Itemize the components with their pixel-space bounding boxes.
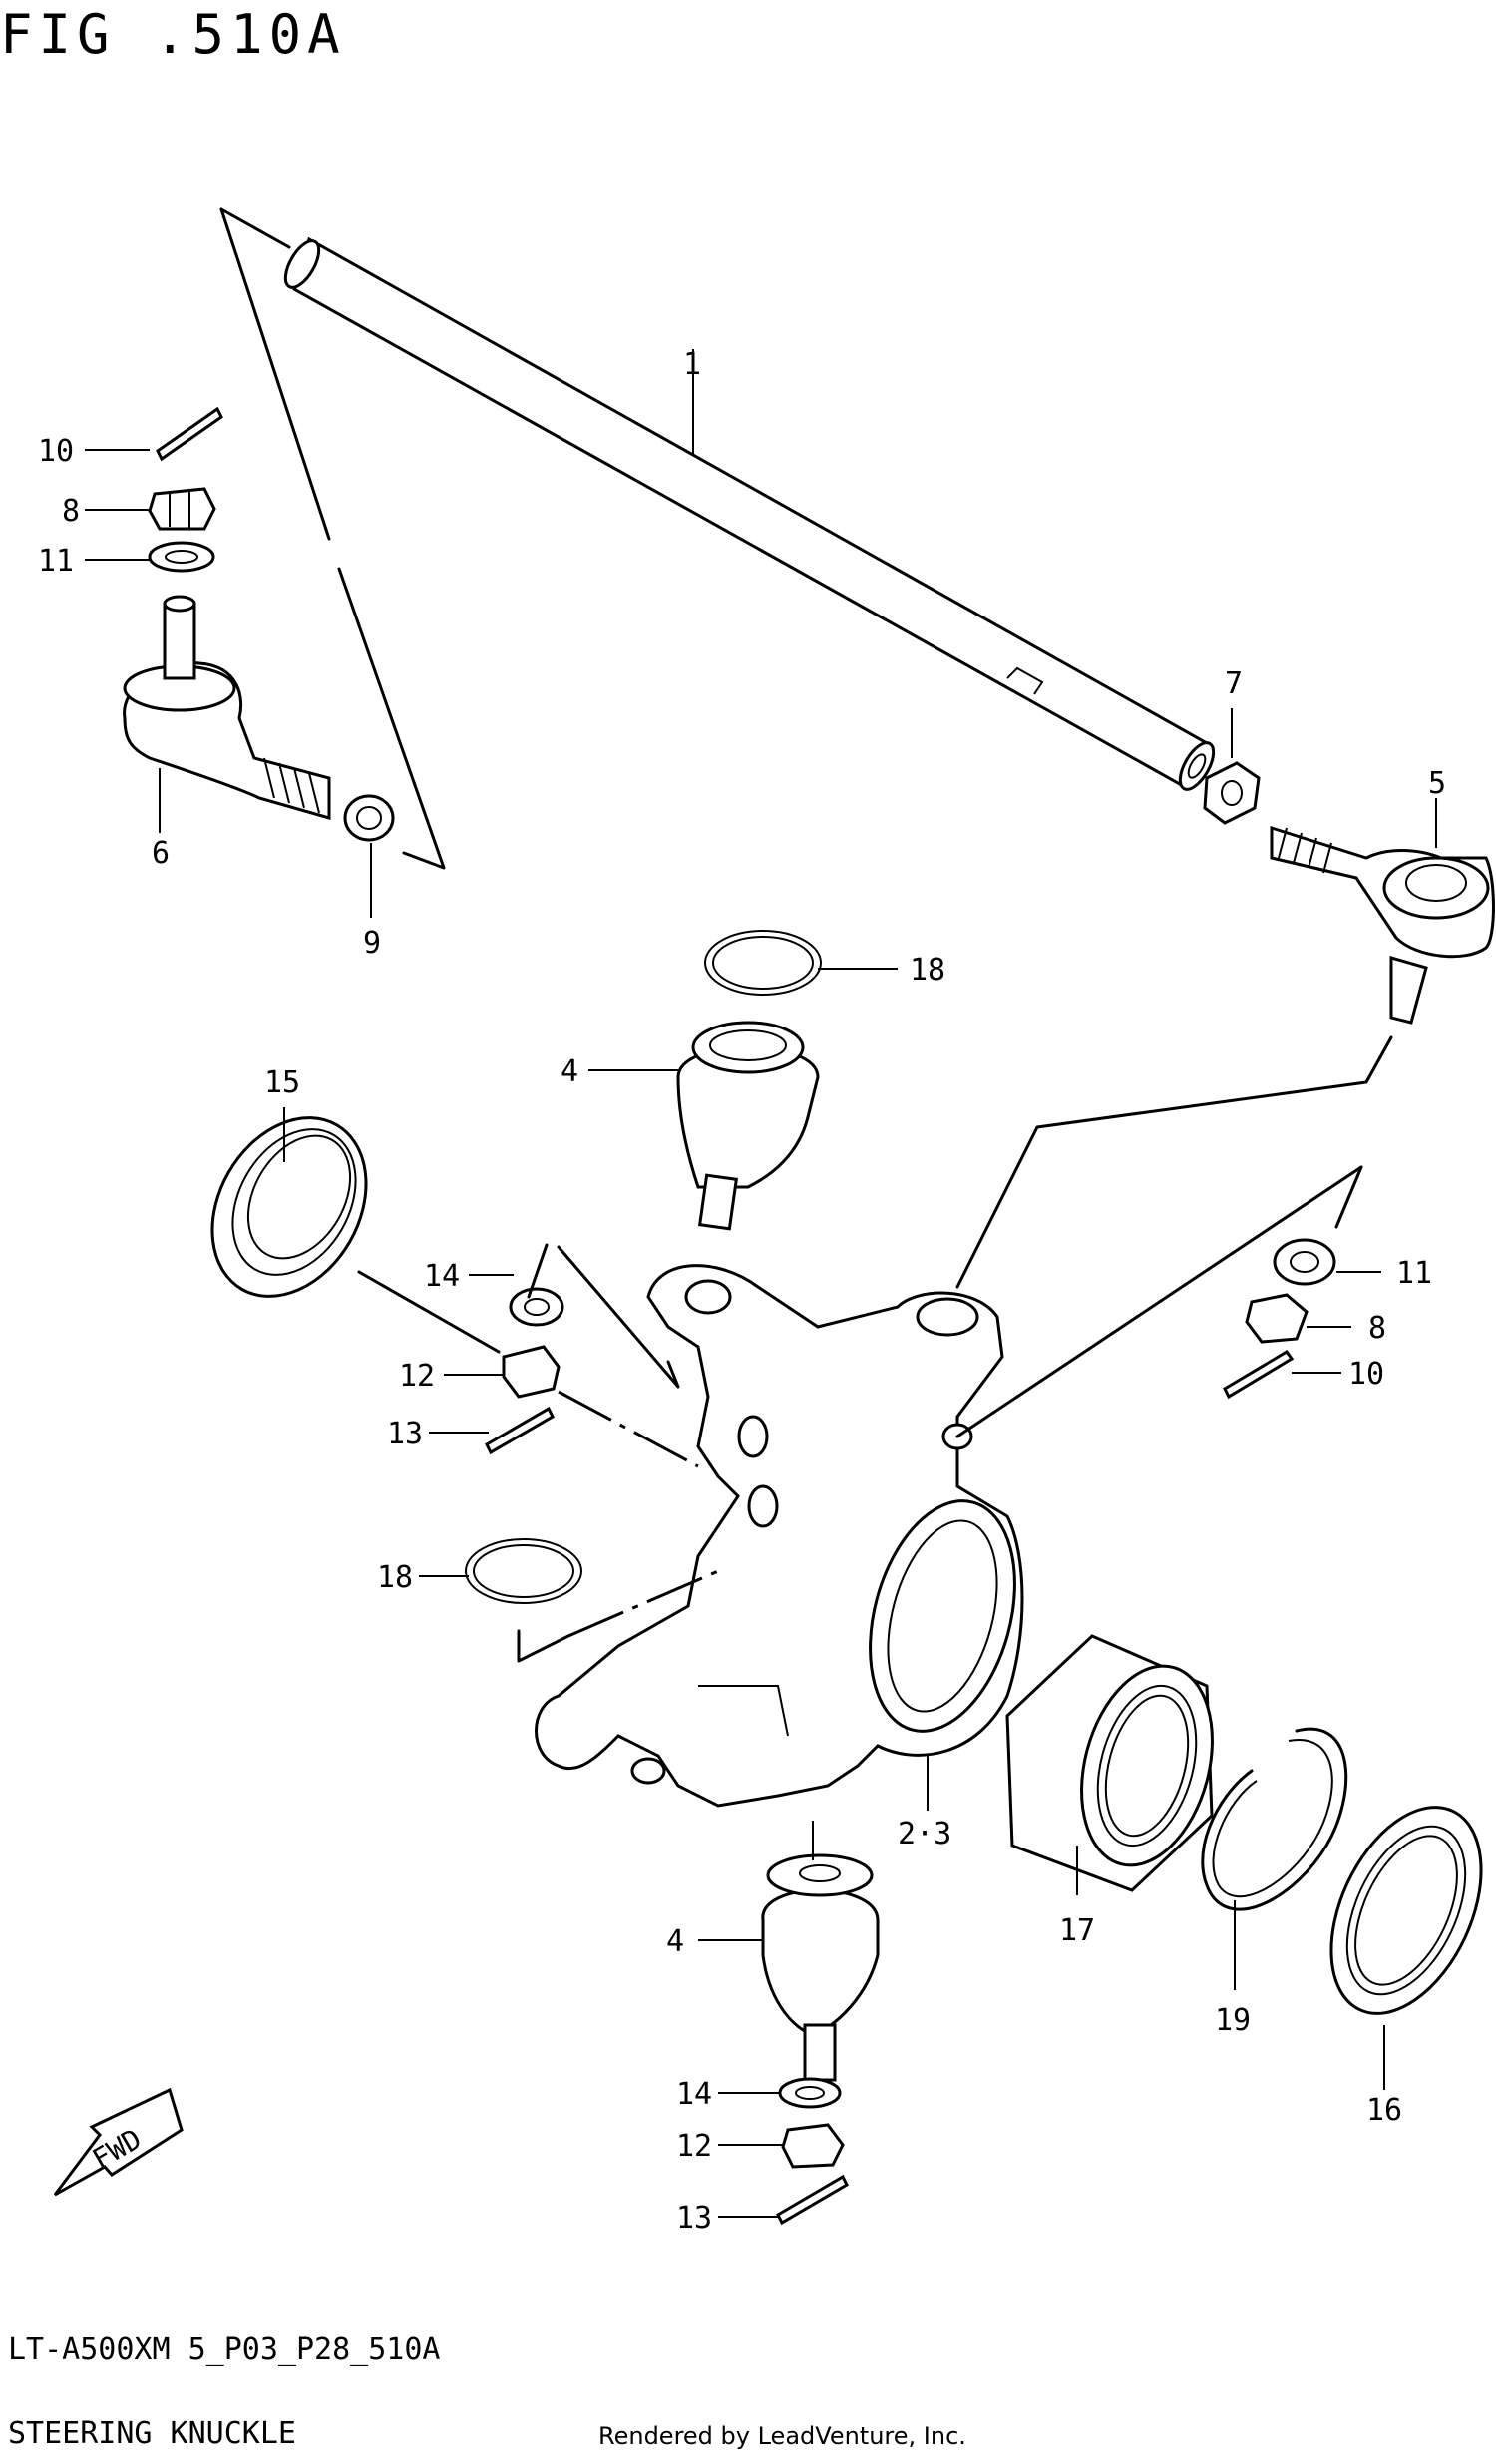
callout-17: 17 — [1059, 1913, 1095, 1948]
cotter-pin-13b[interactable] — [776, 2174, 849, 2226]
tie-rod-end-left[interactable] — [123, 595, 331, 820]
callout-7: 7 — [1225, 666, 1243, 701]
callout-11: 11 — [38, 544, 74, 579]
callout-12: 12 — [676, 2129, 712, 2164]
snap-ring-18a[interactable] — [704, 930, 822, 996]
oil-seal-15[interactable] — [182, 1090, 397, 1325]
model-code: LT-A500XM 5_P03_P28_510A — [8, 2332, 441, 2367]
callout-13: 13 — [676, 2201, 712, 2236]
callout-11: 11 — [1396, 1256, 1432, 1291]
wheel-bearing-17[interactable] — [1005, 1634, 1233, 1892]
lock-washer-9[interactable] — [343, 794, 395, 842]
castle-nut-8b[interactable] — [1245, 1293, 1309, 1344]
tie-rod[interactable] — [279, 235, 1221, 794]
cotter-pin-13a[interactable] — [485, 1406, 555, 1455]
leader-lines — [85, 449, 1437, 2218]
oil-seal-16[interactable] — [1302, 1784, 1496, 2037]
washer-14a[interactable] — [509, 1287, 564, 1327]
callout-4: 4 — [666, 1924, 684, 1959]
cotter-pin-10a[interactable] — [156, 406, 223, 462]
callout-19: 19 — [1215, 2003, 1251, 2038]
callout-13: 13 — [387, 1417, 423, 1451]
washer-14b[interactable] — [778, 2077, 842, 2109]
callout-8: 8 — [1368, 1311, 1386, 1346]
castle-nut-8a[interactable] — [148, 487, 216, 531]
lock-nut-7[interactable] — [1203, 761, 1261, 825]
callout-12: 12 — [399, 1359, 435, 1394]
callout-18: 18 — [377, 1560, 413, 1595]
ball-joint-lower[interactable] — [761, 1853, 880, 2082]
callout-6: 6 — [152, 836, 170, 871]
castle-nut-12b[interactable] — [781, 2123, 845, 2169]
fwd-arrow-icon: FWD — [53, 2087, 184, 2197]
callout-10: 10 — [38, 434, 74, 469]
washer-11b[interactable] — [1273, 1238, 1336, 1286]
callout-8: 8 — [62, 494, 80, 529]
castle-nut-12a[interactable] — [502, 1345, 561, 1399]
callout-5: 5 — [1428, 766, 1446, 801]
tie-rod-end-right[interactable] — [1270, 825, 1495, 1025]
circlip-19[interactable] — [1201, 1727, 1348, 1911]
callout-2-3: 2·3 — [898, 1817, 951, 1851]
callout-16: 16 — [1366, 2093, 1402, 2128]
steering-knuckle[interactable] — [535, 1264, 1039, 1808]
callout-18: 18 — [910, 953, 945, 988]
section-name: STEERING KNUCKLE — [8, 2416, 296, 2451]
callout-labels: 1 10 8 11 6 9 7 5 18 4 15 14 12 13 11 8 … — [38, 347, 1446, 2236]
ball-joint-upper[interactable] — [676, 1021, 820, 1231]
figure-title: FIG .510A — [0, 3, 346, 66]
snap-ring-18b[interactable] — [465, 1538, 582, 1604]
washer-11a[interactable] — [148, 541, 215, 573]
callout-9: 9 — [363, 926, 381, 961]
cotter-pin-10b[interactable] — [1223, 1350, 1295, 1400]
callout-15: 15 — [264, 1065, 300, 1100]
callout-1: 1 — [683, 347, 701, 382]
callout-14: 14 — [676, 2077, 712, 2112]
callout-14: 14 — [424, 1259, 460, 1294]
callout-10: 10 — [1348, 1357, 1384, 1392]
render-credit: Rendered by LeadVenture, Inc. — [598, 2422, 966, 2450]
callout-4: 4 — [561, 1054, 578, 1089]
